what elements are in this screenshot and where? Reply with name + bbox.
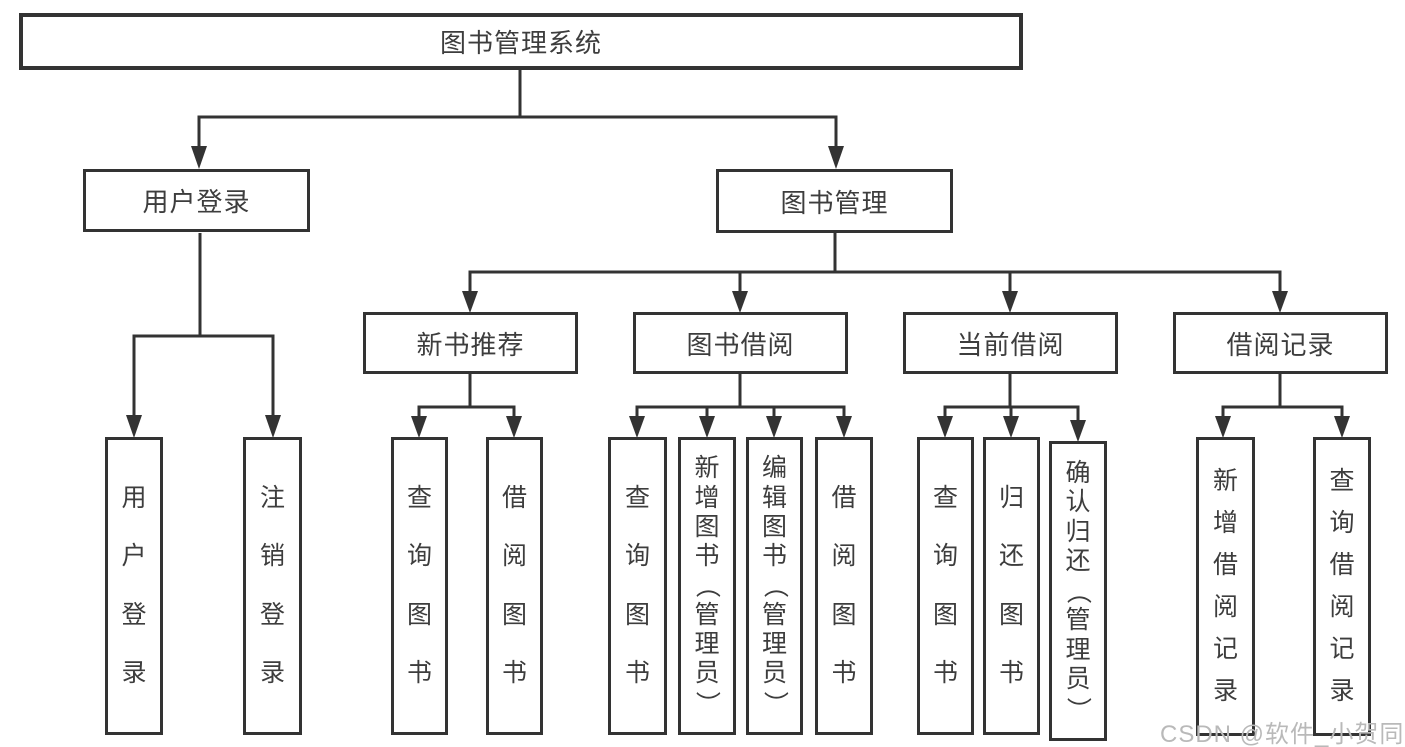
leaf-query-books-recommend: 查询图书	[391, 437, 448, 735]
node-new-book-recommend: 新书推荐	[363, 312, 578, 374]
leaf-query-books-borrow: 查询图书	[608, 437, 667, 735]
leaf-borrow-books-recommend: 借阅图书	[486, 437, 543, 735]
node-borrow-records: 借阅记录	[1173, 312, 1388, 374]
csdn-watermark: CSDN @软件_小贺同学	[1160, 721, 1405, 747]
leaf-query-books-current: 查询图书	[917, 437, 974, 735]
leaf-confirm-return-admin: 确认归还（管理员）	[1049, 441, 1107, 741]
leaf-add-books-admin: 新增图书（管理员）	[678, 437, 736, 735]
leaf-return-books: 归还图书	[983, 437, 1040, 735]
leaf-borrow-books: 借阅图书	[815, 437, 873, 735]
node-library-system: 图书管理系统	[19, 13, 1023, 70]
leaf-add-borrow-record: 新增借阅记录	[1196, 437, 1255, 736]
leaf-edit-books-admin: 编辑图书（管理员）	[746, 437, 803, 735]
leaf-user-login: 用户登录	[105, 437, 163, 735]
leaf-logout: 注销登录	[243, 437, 302, 735]
node-current-borrow: 当前借阅	[903, 312, 1118, 374]
node-user-login: 用户登录	[83, 169, 310, 232]
node-book-borrow: 图书借阅	[633, 312, 848, 374]
leaf-query-borrow-record: 查询借阅记录	[1313, 437, 1371, 736]
node-book-management: 图书管理	[716, 169, 953, 233]
